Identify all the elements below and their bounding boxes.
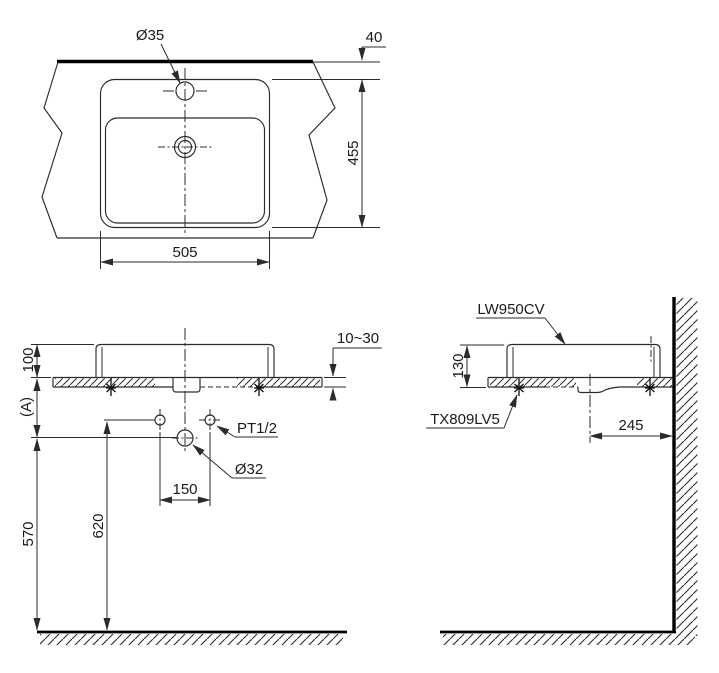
dim-40: 40 <box>358 29 386 61</box>
dim-thickness-value: 10~30 <box>337 330 379 347</box>
dim-570-value: 570 <box>20 521 37 546</box>
dim-40-value: 40 <box>366 29 383 46</box>
fixing-bolt-value: TX809LV5 <box>430 411 500 428</box>
dim-130: 130 <box>450 344 504 388</box>
dim-455-value: 455 <box>345 140 362 165</box>
dim-a-value: (A) <box>18 397 35 417</box>
break-line-right <box>308 61 336 239</box>
counter-hatch-right <box>237 378 320 387</box>
dim-100-value: 100 <box>20 347 37 372</box>
counter-hatch-side-right <box>637 378 672 387</box>
label-fixing-bolt: TX809LV5 <box>426 394 518 429</box>
label-supply-thread: PT1/2 <box>216 420 278 438</box>
fixing-bolt-front-left <box>106 378 116 396</box>
front-view: 100 (A) 570 620 150 10~30 <box>18 328 382 645</box>
plan-view: 40 455 505 Ø35 <box>41 27 386 269</box>
label-drain-dia: Ø32 <box>192 444 266 479</box>
fixing-bolt-front-right <box>254 378 264 396</box>
dim-150-value: 150 <box>172 481 197 498</box>
dim-620-value: 620 <box>90 513 107 538</box>
dim-a: (A) <box>18 378 41 438</box>
fixing-bolt-side-left <box>514 378 524 396</box>
counter-hatch-side-left <box>490 378 576 387</box>
fixing-bolt-side-right <box>645 378 655 396</box>
side-view: 130 LW950CV TX809LV5 245 <box>426 297 698 645</box>
supply-thread-value: PT1/2 <box>237 420 277 437</box>
label-faucet-dia: Ø35 <box>136 27 181 84</box>
floor-hatch-side <box>443 634 695 645</box>
wall-hatch <box>676 298 698 636</box>
drain-dia-value: Ø32 <box>235 461 263 478</box>
dim-620: 620 <box>90 421 111 631</box>
supply-hole-right <box>199 409 221 430</box>
dim-505-value: 505 <box>172 244 197 261</box>
dim-455: 455 <box>272 79 380 228</box>
dim-150: 150 <box>159 481 211 504</box>
drain-recess-side <box>577 386 621 394</box>
dim-505: 505 <box>100 231 270 269</box>
dim-245: 245 <box>589 417 673 440</box>
model-value: LW950CV <box>477 301 544 318</box>
dim-100: 100 <box>20 344 41 378</box>
counter-hatch-left <box>55 378 155 387</box>
dim-245-value: 245 <box>618 417 643 434</box>
label-model: LW950CV <box>476 301 566 345</box>
supply-hole-left <box>154 409 166 430</box>
faucet-dia-value: Ø35 <box>136 27 164 44</box>
counter-section-side <box>487 376 673 394</box>
counter-section-front <box>52 376 323 388</box>
drain-fitting-front <box>172 378 201 393</box>
dim-570: 570 <box>20 438 41 631</box>
floor-hatch-front <box>40 634 343 645</box>
dim-130-value: 130 <box>450 353 467 378</box>
dim-counter-thickness: 10~30 <box>329 330 382 401</box>
break-line-left <box>41 61 63 239</box>
basin-body-side <box>506 343 661 378</box>
